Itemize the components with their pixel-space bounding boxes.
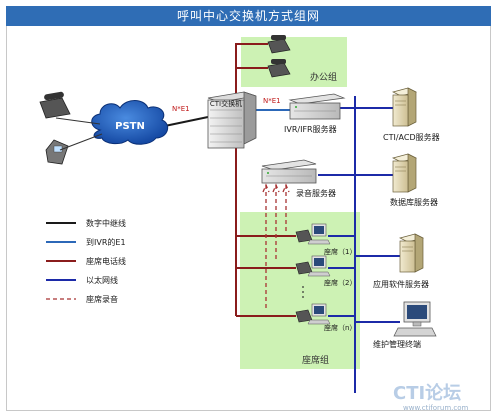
app-label: 应用软件服务器 <box>373 279 429 289</box>
legend-label: 座席电话线 <box>86 256 126 266</box>
agent-group-label: 座席组 <box>302 354 329 366</box>
maintenance-label: 维护管理终端 <box>373 339 421 349</box>
pstn-label: PSTN <box>115 121 145 132</box>
legend-label: 座席录音 <box>86 294 118 304</box>
recording-label: 录音服务器 <box>296 188 336 198</box>
recording-lines <box>262 183 290 310</box>
pstn-cloud: PSTN <box>91 100 169 145</box>
cti-switch-label: CTI交换机 <box>210 99 242 108</box>
trunk-line-pstn <box>159 116 209 128</box>
agent-label-2: 座席（2） <box>324 278 356 287</box>
office-group-label: 办公组 <box>310 71 337 83</box>
cti-switch: CTI交换机 <box>207 91 257 149</box>
office-group-area <box>241 37 347 87</box>
more-agents-ellipsis <box>302 286 304 298</box>
ivr-server <box>288 93 346 120</box>
ethernet-lines <box>318 96 400 393</box>
agent-workstation-1 <box>295 223 331 245</box>
watermark-logo: CTI论坛 <box>393 382 461 404</box>
recording-server <box>261 159 317 184</box>
agent-label-1: 座席（1） <box>324 247 356 256</box>
maintenance-terminal <box>393 301 437 337</box>
ivr-label: IVR/IFR服务器 <box>284 124 337 134</box>
legend-label: 数字中继线 <box>86 218 126 228</box>
agent-workstation-2 <box>295 255 331 277</box>
mobile-phone-icon <box>45 133 103 165</box>
office-phone-icon <box>267 35 291 54</box>
office-phone-icon <box>267 59 291 78</box>
watermark-url: www.ctiforum.com <box>403 404 469 412</box>
cti-acd-label: CTI/ACD服务器 <box>383 132 440 142</box>
app-server <box>399 233 424 273</box>
agent-workstation-n <box>295 303 331 325</box>
cti-acd-server <box>392 87 417 127</box>
desk-phone-icon <box>39 91 101 125</box>
legend-label: 到IVR的E1 <box>86 237 126 247</box>
legend-label: 以太网线 <box>86 275 118 285</box>
ivr-link-label: N*E1 <box>263 97 281 105</box>
pstn-link-label: N*E1 <box>172 105 190 113</box>
database-server <box>392 153 417 193</box>
database-label: 数据库服务器 <box>390 197 438 207</box>
watermark: CTI论坛 www.ctiforum.com <box>393 382 469 412</box>
agent-label-n: 座席（n） <box>324 323 356 332</box>
